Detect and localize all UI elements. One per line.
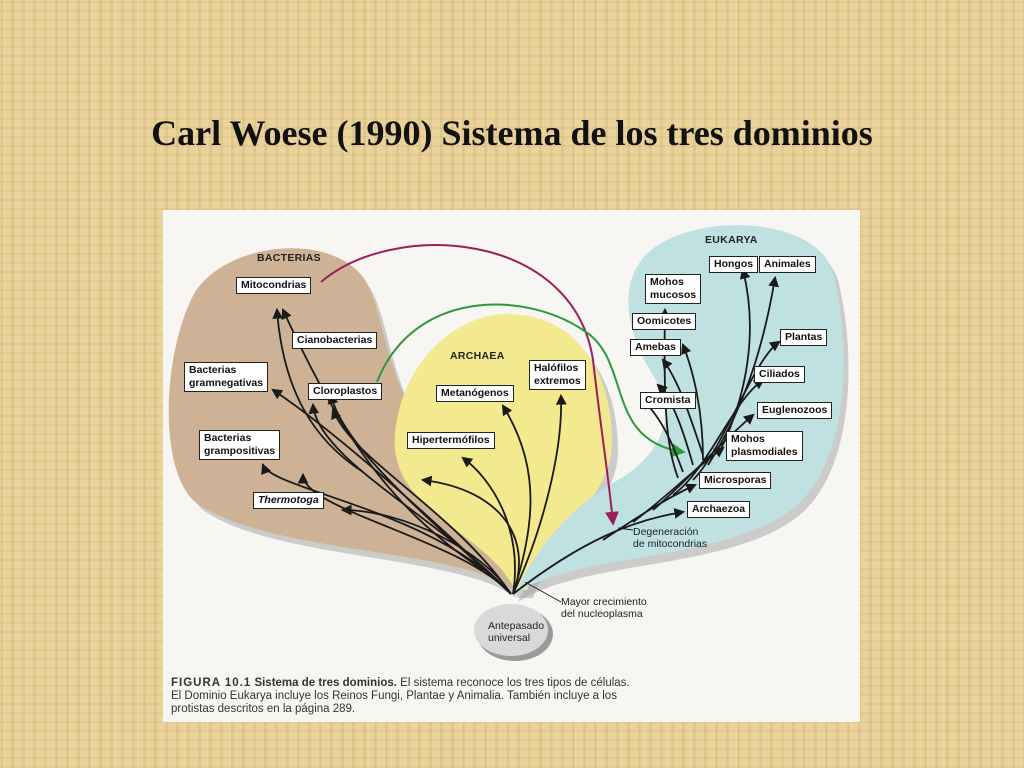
bacteria-branches — [261, 307, 512, 595]
annotation-antepasado: Antepasado universal — [488, 620, 545, 644]
annotation-crecimiento: Mayor crecimiento del nucleoplasma — [561, 596, 647, 620]
node-cloroplastos: Cloroplastos — [308, 383, 383, 400]
node-mitocondrias: Mitocondrias — [236, 277, 312, 294]
node-hongos: Hongos — [709, 256, 759, 273]
crecimiento-pointer — [524, 581, 562, 603]
node-euglenozoos: Euglenozoos — [757, 402, 833, 419]
node-bacterias-gramnegativas: Bacterias gramnegativas — [184, 362, 269, 392]
chloroplast-origin-arrow — [376, 303, 686, 458]
node-amebas: Amebas — [630, 339, 681, 356]
node-animales: Animales — [759, 256, 816, 273]
universal-ancestor — [474, 604, 548, 656]
caption-text: El sistema reconoce los tres tipos de cé… — [171, 677, 630, 715]
domain-label-eukarya: EUKARYA — [705, 234, 758, 246]
figure-panel: BACTERIAS ARCHAEA EUKARYA Mitocondrias C… — [163, 210, 860, 722]
node-hipertermofilos: Hipertermófilos — [407, 432, 495, 449]
degeneracion-pointer — [617, 527, 634, 531]
node-mohos-mucosos: Mohos mucosos — [645, 274, 702, 304]
node-bacterias-grampositivas: Bacterias grampositivas — [199, 430, 281, 460]
domain-label-archaea: ARCHAEA — [450, 350, 505, 362]
node-microsporas: Microsporas — [699, 472, 772, 489]
figure-caption: FIGURA 10.1 Sistema de tres dominios. El… — [171, 677, 641, 716]
caption-title: Sistema de tres dominios. — [254, 677, 397, 689]
slide-title: Carl Woese (1990) Sistema de los tres do… — [151, 113, 873, 153]
node-halofilos-extremos: Halófilos extremos — [529, 360, 586, 390]
domain-label-bacterias: BACTERIAS — [257, 252, 321, 264]
node-cianobacterias: Cianobacterias — [292, 332, 378, 349]
node-mohos-plasmodiales: Mohos plasmodiales — [726, 431, 803, 461]
node-oomicotes: Oomicotes — [632, 313, 697, 330]
archaea-branches — [420, 393, 567, 595]
mitochondria-origin-arrow — [320, 244, 619, 526]
node-thermotoga: Thermotoga — [253, 492, 324, 509]
annotation-degeneracion: Degeneración de mitocondrias — [633, 526, 708, 550]
node-archaezoa: Archaezoa — [687, 501, 751, 518]
eukarya-domain-region — [515, 225, 844, 594]
node-metanogenos: Metanógenos — [436, 385, 514, 402]
node-ciliados: Ciliados — [754, 366, 805, 383]
node-plantas: Plantas — [780, 329, 828, 346]
node-cromista: Cromista — [640, 392, 696, 409]
caption-number: FIGURA 10.1 — [171, 677, 252, 689]
